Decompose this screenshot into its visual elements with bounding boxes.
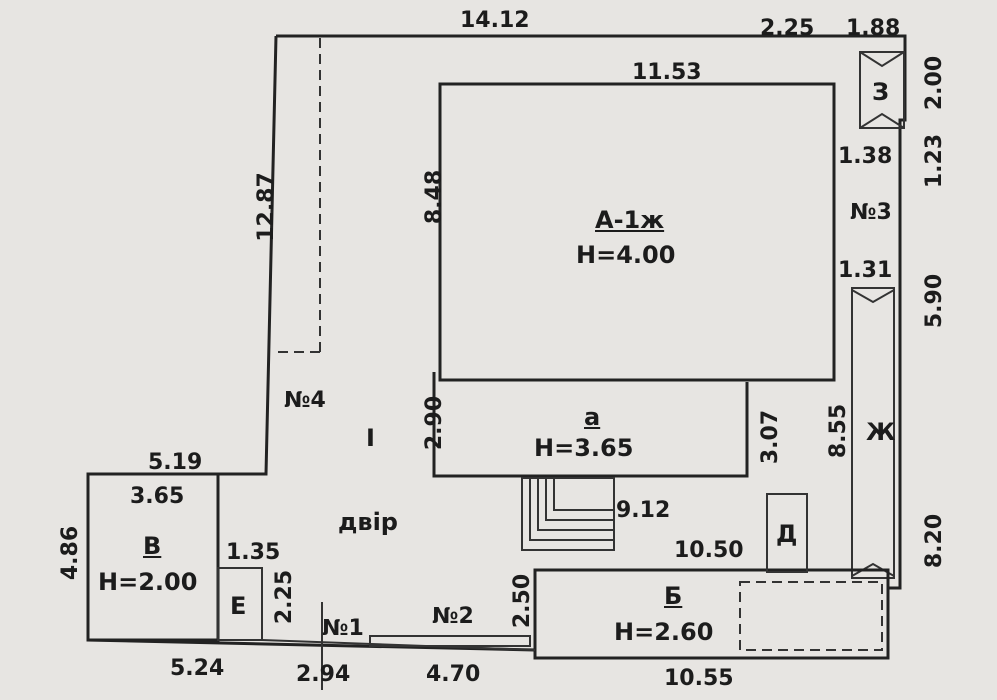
dim-bottom-2-94: 2.94	[296, 662, 351, 687]
dim-right-1-23: 1.23	[922, 133, 948, 189]
label-a1-height: H=4.00	[576, 241, 676, 269]
dim-bottom-5-24: 5.24	[170, 656, 225, 681]
label-z-code: З	[872, 78, 890, 106]
dim-right-8-20: 8.20	[922, 513, 948, 569]
dim-b-side: 2.50	[510, 573, 536, 629]
label-e-code: Е	[230, 592, 247, 620]
annex-a-outline	[432, 372, 749, 478]
building-v-outline	[86, 472, 220, 642]
dim-a1-top: 11.53	[632, 60, 702, 85]
dim-bottom-10-55: 10.55	[664, 666, 734, 691]
dim-a1-side: 8.48	[422, 169, 448, 225]
dim-top-length: 14.12	[460, 8, 530, 33]
dim-b-top: 10.50	[674, 538, 744, 563]
label-fence-3: №3	[850, 200, 892, 225]
dim-v-top-inner: 3.65	[130, 484, 185, 509]
label-zh-code: Ж	[866, 418, 896, 446]
building-a1-outline	[438, 82, 836, 382]
label-roman-one: I	[366, 424, 375, 452]
label-a-code: а	[584, 403, 601, 431]
dim-v-side: 4.86	[58, 525, 84, 581]
label-fence-4: №4	[284, 388, 326, 413]
building-e-outline	[217, 567, 263, 641]
dim-zh-length: 8.55	[826, 403, 852, 459]
steps	[521, 477, 615, 551]
label-b-height: H=2.60	[614, 618, 714, 646]
label-fence-1: №1	[322, 616, 364, 641]
label-a-height: H=3.65	[534, 434, 634, 462]
dim-top-right-a: 2.25	[760, 16, 815, 41]
dim-right-5-90: 5.90	[922, 273, 948, 329]
dim-a-side: 2.90	[422, 395, 448, 451]
dim-top-right-b: 1.88	[846, 16, 901, 41]
site-boundary	[86, 34, 907, 660]
dim-e-side: 2.25	[272, 569, 298, 625]
building-b-outline	[533, 568, 890, 660]
dim-zh-top: 1.31	[838, 258, 893, 283]
label-d-code: Д	[776, 520, 798, 548]
label-b-code: Б	[664, 582, 683, 610]
dim-e-top: 1.35	[226, 540, 281, 565]
dim-z-bottom: 1.38	[838, 144, 893, 169]
label-v-height: H=2.00	[98, 568, 198, 596]
building-d-outline	[766, 493, 808, 573]
dim-a-right: 3.07	[758, 409, 784, 465]
label-v-code: В	[143, 532, 162, 560]
dim-left-12-87: 12.87	[253, 172, 279, 242]
dim-v-top-outer: 5.19	[148, 450, 203, 475]
dim-steps: 9.12	[616, 498, 671, 523]
label-fence-2: №2	[432, 604, 474, 629]
label-courtyard: двір	[338, 508, 398, 536]
dim-right-2-00: 2.00	[922, 55, 948, 111]
label-a1-code: А-1ж	[595, 206, 665, 234]
fence-2-gate	[369, 635, 531, 647]
dim-bottom-4-70: 4.70	[426, 662, 481, 687]
building-z-outline	[859, 51, 905, 129]
